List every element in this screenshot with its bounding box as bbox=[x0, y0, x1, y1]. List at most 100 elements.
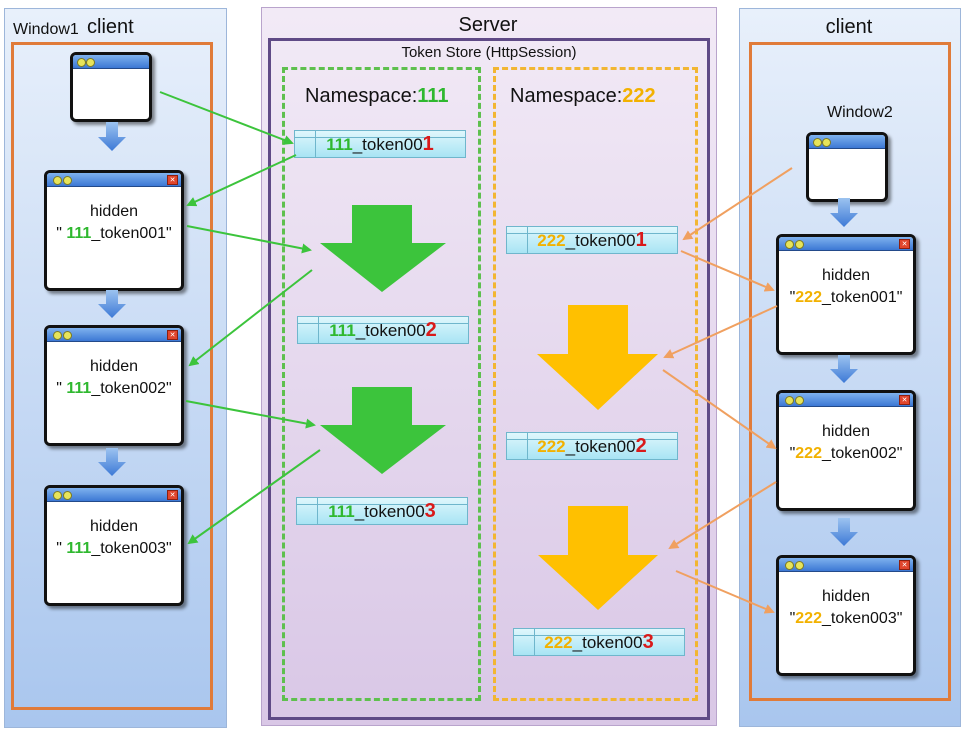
token-222-003: 222_token003 bbox=[513, 628, 685, 656]
window-titlebar: ✕ bbox=[779, 237, 913, 251]
hidden-label: hidden bbox=[821, 588, 871, 605]
token-prefix: 111 bbox=[66, 225, 92, 242]
window-dot-icon bbox=[795, 396, 804, 405]
token-prefix: 111 bbox=[329, 321, 356, 340]
token-seq: 3 bbox=[424, 500, 436, 522]
token-store-frame bbox=[268, 38, 710, 720]
window-body: hidden " 111_token002" bbox=[47, 342, 181, 400]
token-tab-top bbox=[297, 498, 467, 505]
window-body: hidden "222_token003" bbox=[779, 572, 913, 630]
quote-open: " bbox=[789, 610, 796, 627]
down-arrow-yellow-2 bbox=[538, 506, 658, 610]
window-dot-icon bbox=[53, 491, 62, 500]
token-tab bbox=[295, 131, 316, 157]
blue-down-arrow-icon bbox=[98, 122, 126, 151]
token-store-label: Token Store (HttpSession) bbox=[401, 44, 577, 61]
token-base: _token00 bbox=[352, 135, 423, 154]
token-tab bbox=[297, 498, 318, 524]
window-dot-icon bbox=[785, 561, 794, 570]
hidden-token-value: " 111_token001" bbox=[47, 223, 181, 245]
token-prefix: 111 bbox=[326, 135, 353, 154]
window-body: hidden " 111_token001" bbox=[47, 187, 181, 245]
token-rest: _token003" bbox=[821, 610, 903, 627]
token-rest: _token002" bbox=[91, 380, 172, 397]
close-icon: ✕ bbox=[899, 395, 910, 405]
right-client-frame bbox=[749, 42, 951, 701]
close-icon: ✕ bbox=[899, 560, 910, 570]
namespace-222-label: Namespace:222 bbox=[510, 85, 656, 108]
token-rest: _token001" bbox=[821, 289, 903, 306]
blue-down-arrow-icon bbox=[98, 290, 126, 318]
token-111-003: 111_token003 bbox=[296, 497, 468, 525]
window-dot-icon bbox=[795, 240, 804, 249]
window-titlebar: ✕ bbox=[779, 558, 913, 572]
token-base: _token00 bbox=[355, 321, 426, 340]
window-dot-icon bbox=[53, 331, 62, 340]
window-dot-icon bbox=[53, 176, 62, 185]
quote-open: " bbox=[789, 289, 796, 306]
window-dot-icon bbox=[63, 331, 72, 340]
token-tab bbox=[507, 433, 528, 459]
connector-arrow bbox=[662, 369, 777, 450]
token-tab bbox=[298, 317, 319, 343]
token-111-001: 111_token001 bbox=[294, 130, 466, 158]
hidden-token-value: "222_token002" bbox=[779, 443, 913, 465]
close-icon: ✕ bbox=[167, 175, 178, 185]
right-window-2: ✕ hidden "222_token002" bbox=[776, 390, 916, 511]
token-base: _token00 bbox=[565, 437, 636, 456]
token-tab-top bbox=[295, 131, 465, 138]
token-prefix: 222 bbox=[795, 289, 822, 306]
connector-arrow bbox=[185, 400, 316, 429]
window-titlebar: ✕ bbox=[47, 328, 181, 342]
left-window-3: ✕ hidden " 111_token003" bbox=[44, 485, 184, 606]
blue-down-arrow-icon bbox=[830, 518, 858, 546]
window-dot-icon bbox=[813, 138, 822, 147]
window-dot-icon bbox=[86, 58, 95, 67]
token-tab bbox=[514, 629, 535, 655]
token-222-002: 222_token002 bbox=[506, 432, 678, 460]
token-prefix: 111 bbox=[66, 380, 92, 397]
token-seq: 3 bbox=[642, 631, 654, 653]
close-icon: ✕ bbox=[167, 330, 178, 340]
connector-arrow bbox=[159, 91, 294, 145]
blue-down-arrow-icon bbox=[830, 355, 858, 383]
close-icon: ✕ bbox=[899, 239, 910, 249]
hidden-token-value: " 111_token003" bbox=[47, 538, 181, 560]
window2-blank bbox=[806, 132, 888, 202]
connector-arrow bbox=[188, 269, 313, 367]
window-dot-icon bbox=[63, 176, 72, 185]
token-tab-top bbox=[507, 433, 677, 440]
token-prefix: 222 bbox=[537, 231, 566, 250]
token-rest: _token002" bbox=[821, 445, 903, 462]
connector-arrow bbox=[186, 225, 312, 254]
namespace-id: 222 bbox=[622, 85, 656, 107]
blue-down-arrow-icon bbox=[98, 448, 126, 476]
token-111-002: 111_token002 bbox=[297, 316, 469, 344]
token-base: _token00 bbox=[572, 633, 643, 652]
token-tab-top bbox=[507, 227, 677, 234]
hidden-token-value: " 111_token002" bbox=[47, 378, 181, 400]
token-prefix: 222 bbox=[537, 437, 566, 456]
window-dot-icon bbox=[822, 138, 831, 147]
window-body: hidden " 111_token003" bbox=[47, 502, 181, 560]
left-client-title: client bbox=[87, 16, 134, 38]
window-dot-icon bbox=[785, 396, 794, 405]
namespace-id: 111 bbox=[417, 85, 449, 107]
window-dot-icon bbox=[63, 491, 72, 500]
namespace-222-box bbox=[493, 67, 698, 701]
right-client-title: client bbox=[825, 16, 873, 38]
right-window-label: Window2 bbox=[827, 104, 893, 121]
connector-arrow bbox=[663, 305, 778, 359]
token-tab-top bbox=[298, 317, 468, 324]
window-body: hidden "222_token001" bbox=[779, 251, 913, 309]
token-prefix: 222 bbox=[795, 610, 822, 627]
window-dot-icon bbox=[785, 240, 794, 249]
right-window-3: ✕ hidden "222_token003" bbox=[776, 555, 916, 676]
left-window-1: ✕ hidden " 111_token001" bbox=[44, 170, 184, 291]
hidden-label: hidden bbox=[89, 203, 139, 220]
token-222-001: 222_token001 bbox=[506, 226, 678, 254]
token-prefix: 111 bbox=[328, 502, 355, 521]
window-titlebar: ✕ bbox=[47, 488, 181, 502]
down-arrow-yellow-1 bbox=[537, 305, 658, 410]
